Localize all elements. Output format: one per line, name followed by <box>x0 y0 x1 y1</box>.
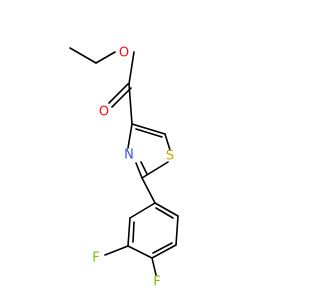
bond-ethyl-ch3-ch2 <box>69 47 97 64</box>
bond-c4-f-para <box>151 257 157 276</box>
bond-carbonyl-double-b <box>111 87 132 108</box>
bond-ph-c2-c3-inner <box>132 221 135 243</box>
bond-c5-s <box>164 133 171 151</box>
bond-c2-n-inner <box>140 161 148 175</box>
atom-f-meta: F <box>92 251 99 266</box>
bond-ph-c3-c4 <box>127 245 153 259</box>
atom-n-thiazole: N <box>124 148 134 163</box>
bond-ph-c6-c1-inner <box>155 207 174 219</box>
bond-ph-c2-c3 <box>127 217 131 247</box>
bond-carbonyl-double-a <box>108 83 129 104</box>
bond-layer <box>69 47 179 276</box>
bond-ph-c5-c6 <box>175 215 179 246</box>
atom-label-layer: O O N S F F <box>92 46 174 290</box>
molecule-structure: O O N S F F <box>69 46 179 290</box>
bond-ph-c6-c1 <box>154 202 179 217</box>
bond-c3-f-meta <box>104 245 129 256</box>
bond-c2-n <box>135 162 143 179</box>
bond-ph-c4-c5 <box>151 244 177 259</box>
bond-o-ether-carbonyl-c <box>128 51 135 85</box>
bond-c4-c5-inner <box>135 128 163 138</box>
atom-s-thiazole: S <box>166 149 174 164</box>
bond-c2-phenyl <box>141 177 156 204</box>
bond-carbonyl-c-thiazole-c4 <box>128 83 133 125</box>
bond-ph-c4-c5-inner <box>152 242 173 254</box>
bond-s-c2 <box>141 161 169 179</box>
bond-ph-c1-c2 <box>129 202 156 219</box>
atom-f-para: F <box>153 275 160 290</box>
atom-o-ether: O <box>119 46 129 61</box>
bond-c4-c5 <box>131 123 166 135</box>
bond-ch2-o-ether <box>95 51 116 64</box>
bond-n-c4 <box>127 123 133 149</box>
atom-o-carbonyl: O <box>99 105 109 120</box>
